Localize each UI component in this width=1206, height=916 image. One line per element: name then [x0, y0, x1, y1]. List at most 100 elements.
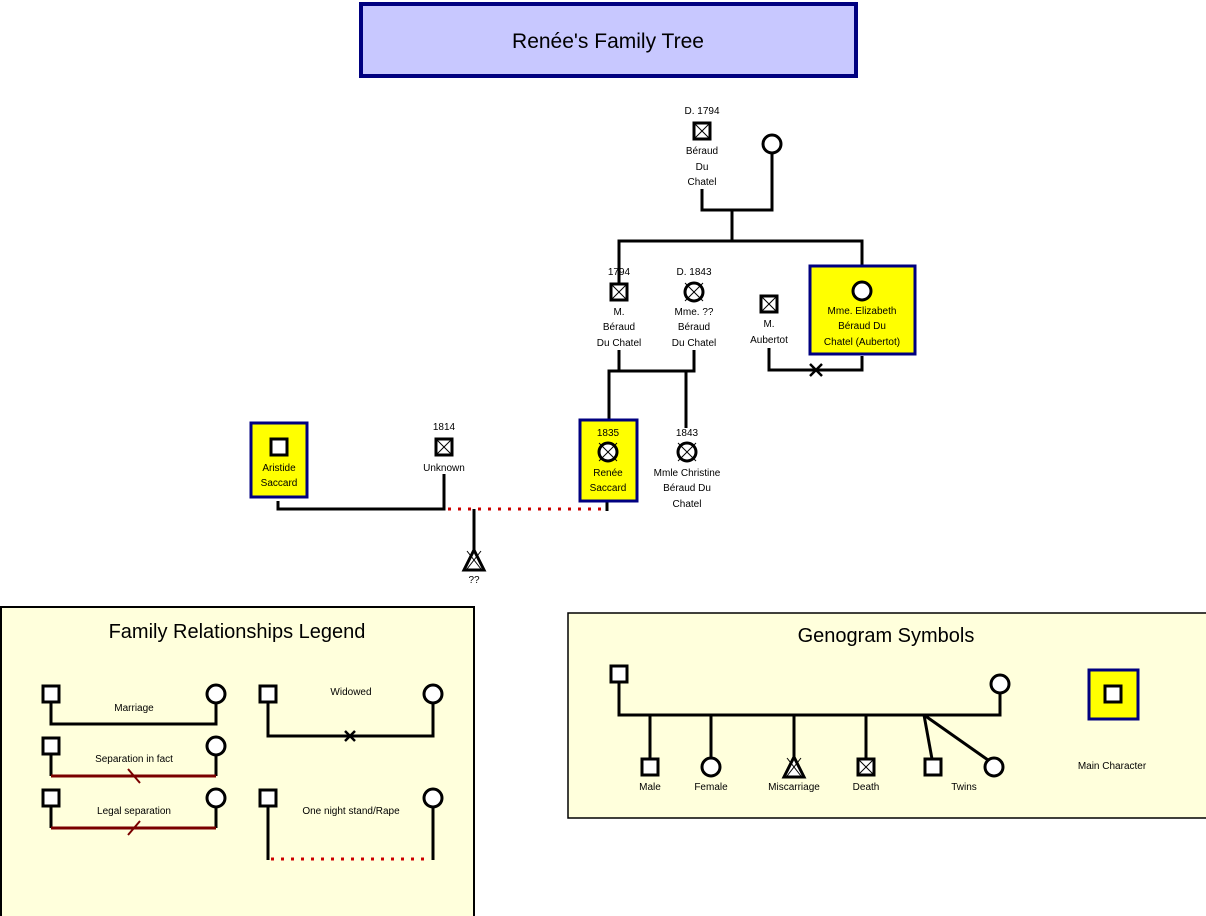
person-name-line: Béraud [678, 322, 710, 333]
symbol-label-female: Female [694, 782, 728, 793]
person-m-beraud[interactable]: 1794 M. Béraud Du Chatel [597, 267, 641, 349]
symbol-label-male: Male [639, 782, 661, 793]
page-title: Renée's Family Tree [512, 30, 704, 53]
deceased-female-icon [597, 441, 619, 463]
miscarriage-icon [462, 548, 486, 572]
person-name-line: Unknown [423, 463, 465, 474]
person-date: 1835 [597, 428, 620, 439]
person-name-line: M. [613, 307, 624, 318]
marriage-line-beraud [617, 350, 696, 373]
person-christine[interactable]: 1843 Mmle Christine Béraud Du Chatel [654, 428, 721, 510]
person-name-line: Béraud [603, 322, 635, 333]
male-icon [640, 757, 660, 777]
symbols-legend: Genogram Symbols Male Female Miscarriage… [567, 612, 1206, 819]
symbol-label-main-character: Main Character [1078, 761, 1147, 772]
male-icon [41, 736, 61, 756]
person-name-line: Mme. ?? [675, 307, 714, 318]
male-icon [1103, 684, 1123, 704]
sibship-line-grandparents [617, 239, 864, 283]
marriage-line-grandparents [700, 152, 774, 212]
female-icon [851, 280, 873, 302]
twin-male-icon [923, 757, 943, 777]
legend-label: Legal separation [97, 806, 171, 817]
person-name-line: ?? [468, 575, 480, 586]
person-name-line: Chatel [673, 499, 702, 510]
title-box: Renée's Family Tree [359, 2, 858, 78]
person-aristide[interactable]: Aristide Saccard [249, 421, 309, 499]
person-elizabeth[interactable]: Mme. Elizabeth Béraud Du Chatel (Auberto… [808, 264, 917, 356]
legend-marriage: Marriage [41, 683, 227, 726]
symbols-legend-title: Genogram Symbols [798, 625, 975, 647]
person-beraud-sr[interactable]: D. 1794 Béraud Du Chatel [684, 106, 719, 188]
relationships-legend-panel [0, 606, 475, 916]
main-character-highlight [249, 421, 309, 499]
deceased-female-icon [683, 281, 705, 303]
deceased-male-icon [434, 437, 454, 457]
symbol-label-death: Death [853, 782, 880, 793]
male-icon [609, 664, 629, 684]
relationships-legend: Family Relationships Legend Marriage Sep… [0, 606, 475, 916]
female-icon [205, 735, 227, 757]
widowed-x-icon [344, 730, 356, 742]
female-icon [205, 787, 227, 809]
person-unknown[interactable]: 1814 Unknown [423, 422, 465, 474]
separation-slash-icon [127, 768, 141, 784]
person-date: D. 1843 [676, 267, 711, 278]
female-icon [422, 683, 444, 705]
widowed-x-icon [809, 363, 823, 377]
person-miscarriage[interactable]: ?? [462, 548, 486, 586]
person-name-line: Chatel (Aubertot) [824, 337, 900, 348]
twin-female-icon [983, 756, 1005, 778]
person-mme-beraud[interactable]: D. 1843 Mme. ?? Béraud Du Chatel [672, 267, 716, 349]
person-name-line: Du Chatel [672, 338, 716, 349]
person-date: 1814 [433, 422, 456, 433]
male-icon [41, 684, 61, 704]
symbol-label-twins: Twins [951, 782, 977, 793]
person-beraud-sr-wife[interactable] [761, 133, 783, 155]
legend-label: One night stand/Rape [302, 806, 400, 817]
female-icon [700, 756, 722, 778]
legend-label: Marriage [114, 703, 154, 714]
person-name-line: Saccard [261, 478, 298, 489]
person-name-line: Aubertot [750, 335, 788, 346]
female-icon [205, 683, 227, 705]
legend-label: Separation in fact [95, 754, 173, 765]
female-icon [989, 673, 1011, 695]
person-date: D. 1794 [684, 106, 719, 117]
male-icon [258, 684, 278, 704]
person-date: 1843 [676, 428, 699, 439]
female-icon [422, 787, 444, 809]
male-icon [41, 788, 61, 808]
marriage-line-aristide-unknown [276, 474, 446, 511]
main-character-highlight [808, 264, 917, 356]
separation-slash-icon [127, 820, 141, 836]
male-icon [258, 788, 278, 808]
deceased-male-icon [609, 282, 629, 302]
tree-lines [276, 152, 864, 553]
person-name-line: Chatel [688, 177, 717, 188]
person-name-line: Du [696, 162, 709, 173]
deceased-male-icon [759, 294, 779, 314]
person-name-line: Mme. Elizabeth [828, 306, 897, 317]
title-box-bg [359, 2, 858, 78]
person-name-line: Béraud [686, 146, 718, 157]
relationships-legend-title: Family Relationships Legend [109, 621, 366, 643]
person-name-line: M. [763, 319, 774, 330]
legend-label: Widowed [330, 687, 371, 698]
person-date: 1794 [608, 267, 631, 278]
person-renee[interactable]: 1835 Renée Saccard [578, 418, 639, 503]
person-name-line: Du Chatel [597, 338, 641, 349]
symbol-label-miscarriage: Miscarriage [768, 782, 820, 793]
person-name-line: Renée [593, 468, 623, 479]
death-icon [856, 757, 876, 777]
deceased-male-icon [692, 121, 712, 141]
male-icon [269, 437, 289, 457]
person-m-aubertot[interactable]: M. Aubertot [750, 294, 788, 346]
deceased-female-icon [676, 441, 698, 463]
person-name-line: Mmle Christine [654, 468, 721, 479]
sibship-line-beraud [607, 369, 688, 428]
legend-legal-separation: Legal separation [41, 787, 227, 836]
person-name-line: Saccard [590, 483, 627, 494]
female-icon [761, 133, 783, 155]
